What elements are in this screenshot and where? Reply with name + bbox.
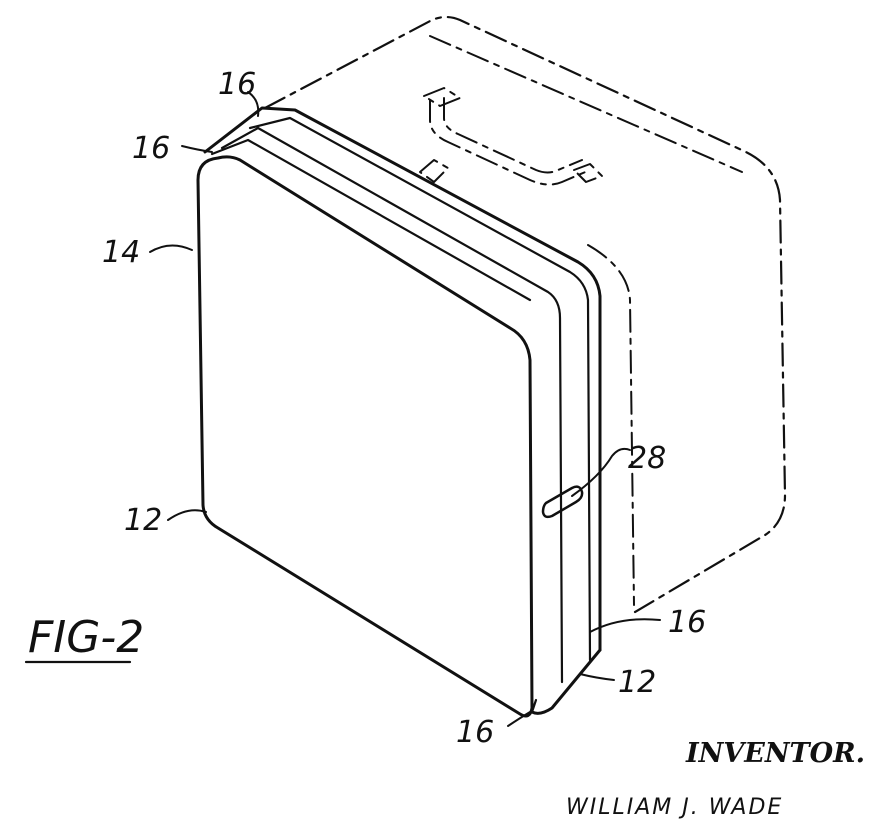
ref-numeral-12-front: 12 [124, 503, 162, 538]
case-front-half [196, 106, 602, 718]
figure-label: FIG-2 [24, 612, 144, 664]
ref-numeral-16-bottom: 16 [456, 715, 494, 750]
latch-pin [541, 485, 584, 519]
ref-numeral-16-top: 16 [218, 67, 256, 102]
phantom-handle [419, 87, 603, 186]
phantom-case-outline [263, 15, 787, 614]
inventor-name: WILLIAM J. WADE [566, 795, 783, 820]
ref-numeral-14: 14 [102, 235, 140, 270]
figure-label-text: FIG-2 [28, 612, 144, 663]
inventor-heading: INVENTOR. [685, 738, 865, 769]
ref-numeral-16-top-left: 16 [132, 131, 170, 166]
ref-numeral-16-right: 16 [668, 605, 706, 640]
ref-numeral-28: 28 [628, 441, 666, 476]
ref-numeral-12-bottom: 12 [618, 665, 656, 700]
leader-lines [149, 91, 661, 727]
